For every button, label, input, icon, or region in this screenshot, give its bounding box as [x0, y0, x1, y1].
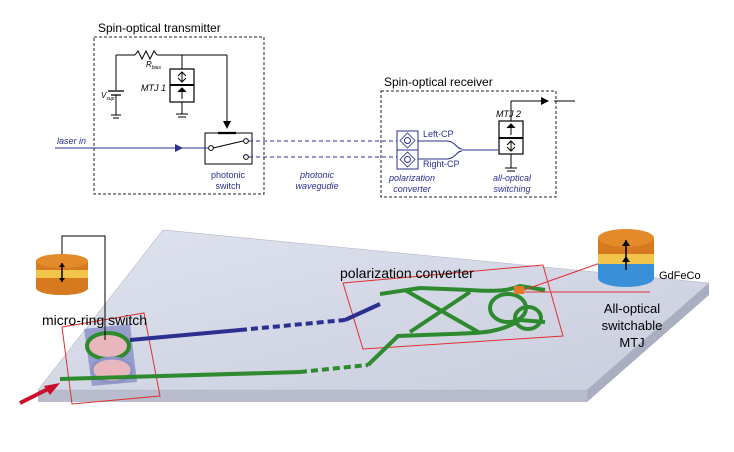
micro-ring-upper [85, 331, 131, 361]
mtj2-label: MTJ 2 [496, 109, 521, 119]
switching-label-1: all-optical [493, 173, 532, 183]
mtj1-label: MTJ 1 [141, 83, 166, 93]
mtj-caption-1: All-optical [604, 301, 660, 316]
switch-label-1: photonic [211, 170, 246, 180]
switch-label-2: switch [215, 181, 240, 191]
input-waveguide [59, 370, 301, 381]
switching-label-2: switching [493, 184, 530, 194]
right-cp-label: Right-CP [423, 159, 460, 169]
laser-in-label: laser in [57, 136, 86, 146]
chip-slab-right-side [587, 283, 709, 402]
material-label: GdFeCo [659, 270, 701, 282]
converter-label-1: polarization [388, 173, 435, 183]
output-waveguide-blue [129, 328, 241, 342]
mtj-stack-left [36, 254, 88, 295]
bias-resistor [134, 49, 158, 61]
r-bias-label: Rbias [146, 60, 161, 71]
v-sup-label: Vsup [101, 91, 115, 102]
waveguide-label-2: wavegudie [295, 181, 338, 191]
mtj-stack-left-wire [61, 235, 106, 340]
receiver-box [380, 90, 557, 198]
converter-label-2: converter [393, 184, 432, 194]
chip-slab-side [38, 390, 587, 402]
mtj-stack-zoom [598, 229, 654, 287]
chip-slab-top [37, 229, 710, 391]
converter-label: polarization converter [340, 265, 474, 281]
ring-switch-label: micro-ring switch [42, 312, 147, 328]
converter-region [342, 264, 564, 350]
transmitter-box [93, 36, 265, 195]
mtj-on-chip [514, 286, 524, 294]
receiver-title: Spin-optical receiver [384, 75, 493, 89]
converter-network [366, 283, 546, 367]
left-cp-label: Left-CP [423, 129, 454, 139]
mtj-caption-2: switchable [602, 318, 663, 333]
transmitter-title: Spin-optical transmitter [98, 21, 221, 35]
waveguide-label-1: photonic [299, 170, 335, 180]
mtj-caption-3: MTJ [619, 335, 644, 350]
